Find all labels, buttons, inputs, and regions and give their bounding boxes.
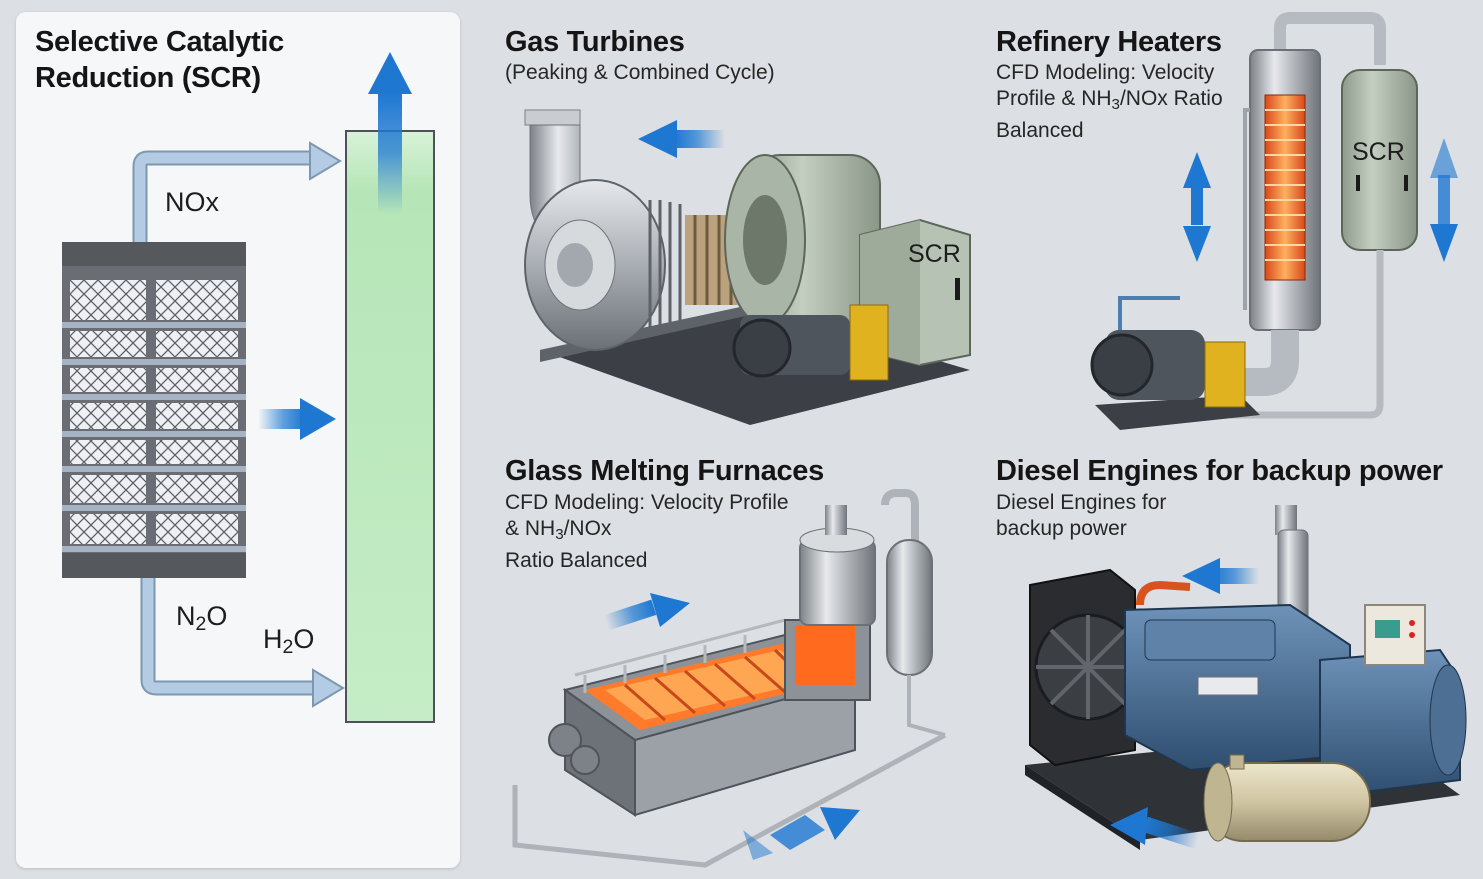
scr-title-line1: Selective Catalytic [35, 26, 284, 58]
glass-sub-line1: CFD Modeling: Velocity Profile [505, 491, 789, 514]
scr-title-line2: Reduction (SCR) [35, 62, 261, 94]
diesel-sub-line2: backup power [996, 517, 1127, 540]
refinery-scr-label: SCR [1352, 138, 1405, 166]
diesel-engines-title: Diesel Engines for backup power [996, 455, 1443, 487]
label-n2o: N2O [176, 601, 228, 635]
diesel-engines-subtitle: Diesel Engines for backup power [996, 490, 1166, 542]
diesel-engine-illustration [1025, 505, 1467, 850]
refinery-heater-illustration [1090, 12, 1458, 430]
refinery-heaters-subtitle: CFD Modeling: Velocity Profile & NH3/NOx… [996, 60, 1223, 144]
gas-turbines-title: Gas Turbines [505, 26, 685, 58]
diesel-sub-line1: Diesel Engines for [996, 491, 1167, 514]
scr-diagram [62, 52, 435, 723]
exhaust-up-arrow [368, 52, 412, 214]
label-h2o: H2O [263, 624, 315, 658]
label-nox: NOx [165, 187, 219, 217]
glass-furnace-illustration [512, 489, 947, 868]
glass-sub-line2: & NH3/NOx [505, 517, 612, 543]
gas-turbine-scr-label: SCR [908, 240, 961, 268]
refinery-heaters-title: Refinery Heaters [996, 26, 1222, 58]
reactor-column [345, 130, 435, 723]
glass-furnaces-title: Glass Melting Furnaces [505, 455, 824, 487]
scr-title: Selective Catalytic Reduction (SCR) [35, 24, 284, 96]
nox-inlet-arrowhead [309, 141, 342, 181]
catalyst-block [62, 242, 246, 578]
glass-sub-line3: Ratio Balanced [505, 548, 648, 572]
refinery-sub-line3: Balanced [996, 118, 1084, 142]
glass-furnaces-subtitle: CFD Modeling: Velocity Profile & NH3/NOx… [505, 490, 789, 574]
gas-turbines-subtitle: (Peaking & Combined Cycle) [505, 61, 775, 84]
refinery-sub-line1: CFD Modeling: Velocity [996, 61, 1215, 84]
refinery-sub-line2: Profile & NH3/NOx Ratio [996, 87, 1223, 113]
outlet-arrowhead [312, 668, 345, 708]
gas-turbine-illustration [524, 109, 971, 425]
flow-right-arrow [258, 398, 336, 440]
